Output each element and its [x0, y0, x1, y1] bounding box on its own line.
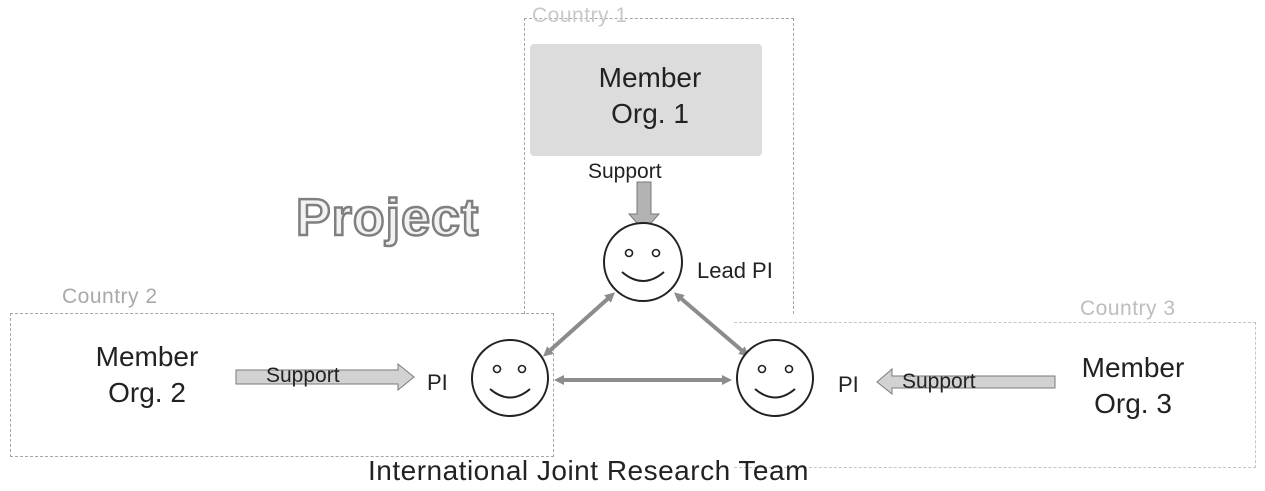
country-3-region — [734, 322, 1256, 468]
country-1-label: Country 1 — [532, 4, 628, 27]
support-arrow-3 — [876, 367, 1056, 396]
support-label-3: Support — [902, 370, 976, 393]
support-label-1: Support — [588, 160, 662, 183]
support-arrow-1 — [627, 181, 661, 232]
collab-arrow-lead-pi2 — [543, 292, 615, 357]
support-label-2: Support — [266, 364, 340, 387]
support-arrow-2 — [235, 362, 415, 392]
lead-pi-smiley-icon — [603, 222, 683, 302]
pi-2-smiley-icon — [471, 339, 549, 417]
project-title: Project — [295, 188, 480, 249]
country-2-region — [10, 313, 554, 457]
team-caption: International Joint Research Team — [368, 455, 809, 486]
country-1-region — [524, 18, 794, 314]
pi-3-smiley-icon — [736, 339, 814, 417]
member-org-3-label: Member Org. 3 — [1081, 352, 1185, 419]
pi-3-label: PI — [838, 372, 859, 397]
member-org-1-box — [530, 44, 762, 156]
lead-pi-label: Lead PI — [697, 258, 773, 283]
country-2-label: Country 2 — [62, 285, 158, 308]
country-3-label: Country 3 — [1080, 297, 1176, 320]
member-org-1-label: Member Org. 1 — [598, 62, 702, 129]
pi-2-label: PI — [427, 370, 448, 395]
collab-arrow-lead-pi3 — [673, 292, 750, 357]
member-org-2-label: Member Org. 2 — [95, 341, 199, 408]
